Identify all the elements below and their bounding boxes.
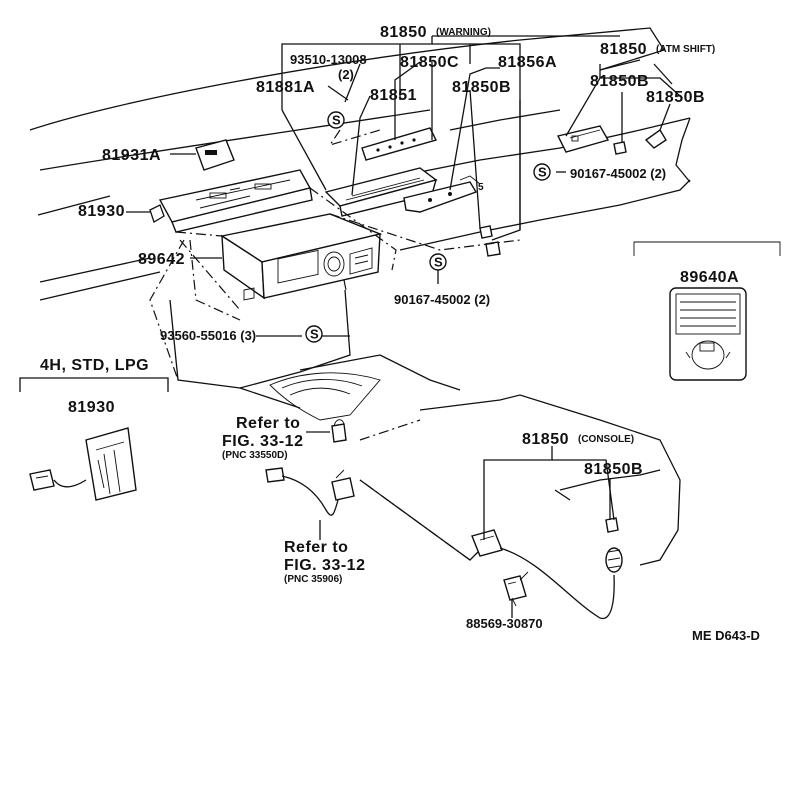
console-body	[169, 289, 681, 566]
svg-text:S: S	[538, 165, 547, 180]
part-81930-alt	[29, 427, 137, 501]
part-89642-radio	[220, 213, 383, 301]
label-81850-console-suffix: (CONSOLE)	[578, 434, 634, 445]
variant-bracket	[19, 377, 169, 392]
label-bolt-qty: (2)	[338, 67, 354, 82]
label-81850c: 81850C	[400, 54, 459, 71]
label-81850b-4: 81850B	[584, 461, 643, 478]
svg-text:S: S	[332, 113, 341, 128]
label-81851: 81851	[370, 87, 417, 104]
part-atm-indicator	[556, 125, 667, 155]
dashboard-outline	[29, 27, 691, 301]
label-81850-warning-num: 81850	[380, 24, 427, 41]
label-refer-2a: Refer to	[284, 539, 348, 556]
part-81931a	[195, 139, 235, 171]
label-81850-atm-suffix: (ATM SHIFT)	[656, 44, 715, 55]
bulb-33550d	[331, 419, 347, 443]
part-81856a-bracket: 5	[403, 175, 484, 213]
label-refer-2b: FIG. 33-12	[284, 557, 365, 574]
label-81930-alt: 81930	[68, 399, 115, 416]
label-81931a: 81931A	[102, 147, 161, 164]
label-81856a: 81856A	[498, 54, 557, 71]
s-marks: S S S S	[305, 111, 551, 343]
label-variant: 4H, STD, LPG	[40, 357, 149, 374]
part-81851-housing	[324, 167, 438, 217]
label-bolt-93510: 93510-13008	[290, 52, 367, 67]
s-mark-3	[429, 253, 447, 271]
label-screw-90167-b: 90167-45002 (2)	[394, 292, 490, 307]
label-screw-90167-a: 90167-45002 (2)	[570, 166, 666, 181]
part-89640a-label	[633, 241, 781, 381]
socket-35906	[265, 467, 355, 516]
label-81930: 81930	[78, 203, 125, 220]
label-89642: 89642	[138, 251, 185, 268]
s-mark-2	[533, 163, 551, 181]
part-81850c-strip	[361, 127, 438, 161]
label-81850-atm-num: 81850	[600, 41, 647, 58]
label-81850-warning-suffix: (WARNING)	[436, 27, 491, 38]
label-81850b-2: 81850B	[590, 73, 649, 90]
label-refer-2c: (PNC 35906)	[284, 574, 342, 585]
clip-88569	[503, 571, 529, 607]
shift-opening	[269, 372, 381, 421]
label-refer-1a: Refer to	[236, 415, 300, 432]
label-screw-93560: 93560-55016 (3)	[160, 328, 256, 343]
console-harness	[471, 517, 623, 619]
label-clip-88569: 88569-30870	[466, 616, 543, 631]
label-81850b-3: 81850B	[646, 89, 705, 106]
s-mark-4	[305, 325, 323, 343]
svg-text:S: S	[434, 255, 443, 270]
assembly-lines	[149, 129, 521, 561]
label-81850b-1: 81850B	[452, 79, 511, 96]
label-refer-1b: FIG. 33-12	[222, 433, 303, 450]
svg-text:5: 5	[478, 182, 484, 193]
svg-text:S: S	[310, 327, 319, 342]
label-refer-1c: (PNC 33550D)	[222, 450, 288, 461]
label-diagram-code: ME D643-D	[692, 628, 760, 643]
leader-lines	[126, 35, 681, 618]
bulb-socket-81850b-a	[479, 225, 501, 257]
label-81881a: 81881A	[256, 79, 315, 96]
s-mark-1	[327, 111, 345, 129]
label-89640a: 89640A	[680, 269, 739, 286]
text-labels: 81850 (WARNING) 93510-13008 (2) 81850C 8…	[40, 24, 760, 643]
label-81850-console-num: 81850	[522, 431, 569, 448]
